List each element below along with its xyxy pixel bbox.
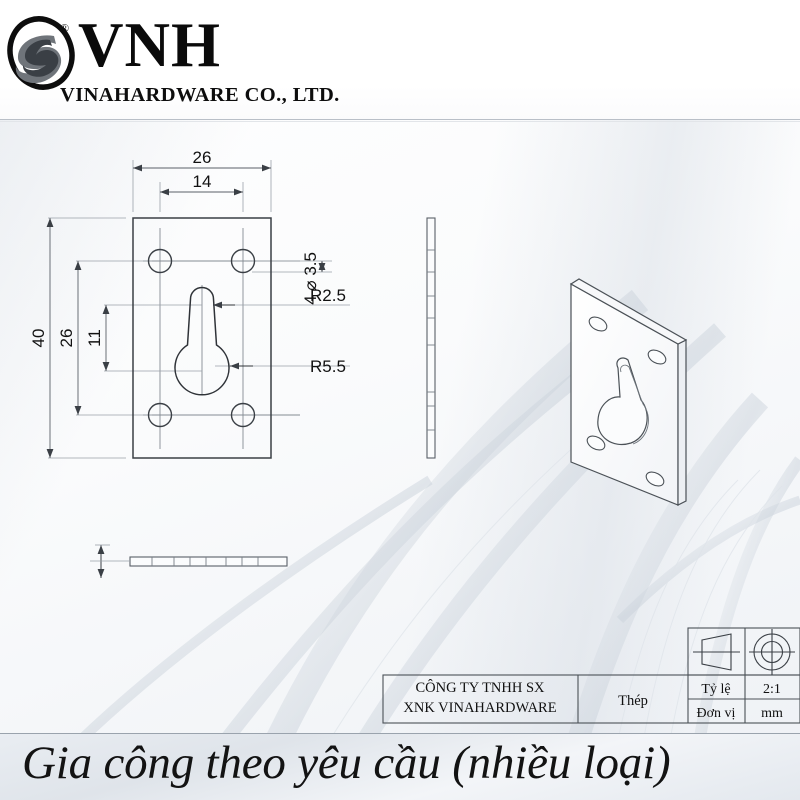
callout-hole-diameter: 4 ⌀ 3.5 — [301, 252, 326, 305]
caption-divider — [0, 733, 800, 734]
keyhole-slot — [174, 286, 230, 396]
title-block: CÔNG TY TNHH SX XNK VINAHARDWARE Thép Tỷ… — [382, 627, 800, 724]
side-view — [426, 217, 436, 459]
scale-value: 2:1 — [763, 682, 781, 697]
unit-label: Đơn vị — [697, 706, 736, 721]
thickness-dimension — [90, 544, 130, 578]
dimension-hole-spacing-26: 26 — [57, 261, 82, 415]
company-line-2: XNK VINAHARDWARE — [403, 700, 556, 716]
mounting-holes — [147, 248, 256, 428]
brand-tagline: VINAHARDWARE CO., LTD. — [60, 84, 340, 106]
dimension-slot-11: 11 — [85, 305, 110, 371]
dimension-width-26-label: 26 — [193, 148, 212, 167]
bottom-edge-view — [90, 544, 288, 578]
caption-band — [0, 734, 800, 800]
scale-label: Tỷ lệ — [701, 682, 730, 697]
callout-radius-large-label: R5.5 — [310, 357, 346, 376]
dimension-width-26: 26 — [133, 148, 271, 172]
header-bar: ® VNH VINAHARDWARE CO., LTD. — [0, 0, 800, 119]
first-angle-projection-icon — [693, 633, 740, 671]
leader-arrows — [213, 301, 253, 370]
dimension-hole-spacing-26-label: 26 — [57, 329, 76, 348]
unit-value: mm — [761, 706, 783, 721]
callout-radius-large: R5.5 — [310, 357, 346, 376]
dimension-hole-spacing-14: 14 — [160, 172, 243, 196]
dimension-slot-11-label: 11 — [85, 329, 104, 347]
callout-radius-small: R2.5 — [310, 286, 346, 305]
center-lines — [143, 228, 300, 449]
dimension-height-40: 40 — [29, 218, 54, 458]
front-view: 26 14 40 26 11 — [29, 148, 350, 459]
registered-trademark-symbol: ® — [60, 21, 70, 35]
projection-circles-icon — [749, 629, 795, 675]
extension-lines — [48, 160, 350, 459]
dimension-hole-spacing-14-label: 14 — [193, 172, 212, 191]
plate-outline — [132, 217, 272, 459]
isometric-view — [569, 278, 688, 506]
brand-name: VNH — [78, 10, 221, 80]
company-line-1: CÔNG TY TNHH SX — [415, 679, 545, 696]
header-divider — [0, 119, 800, 120]
material-value: Thép — [618, 693, 648, 709]
header-divider-soft — [0, 121, 800, 122]
vnh-swoosh-logo-icon — [7, 16, 75, 90]
callout-hole-diameter-label: 4 ⌀ 3.5 — [301, 252, 320, 305]
dimension-height-40-label: 40 — [29, 329, 48, 348]
caption-text: Gia công theo yêu cầu (nhiều loại) — [22, 737, 671, 789]
callout-radius-small-label: R2.5 — [310, 286, 346, 305]
